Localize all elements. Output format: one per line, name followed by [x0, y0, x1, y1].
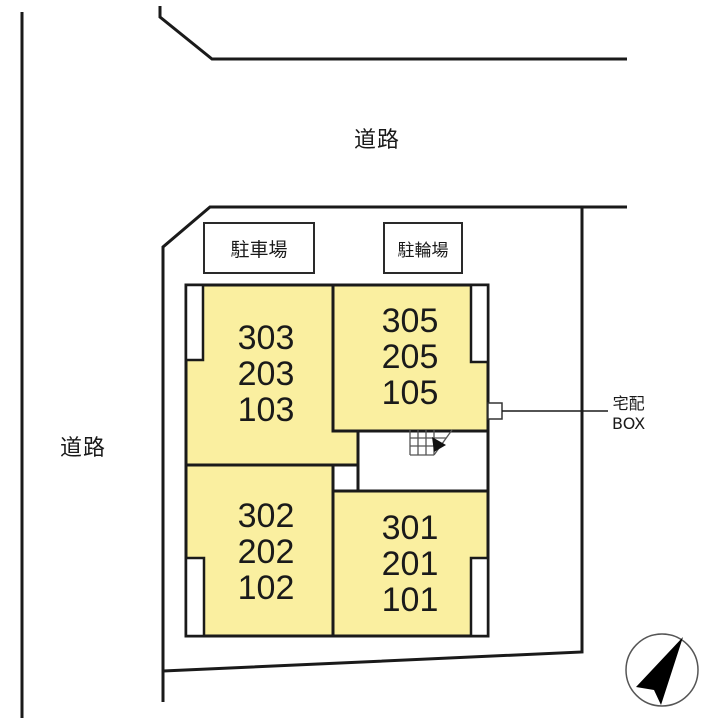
north-road-label: 道路 [354, 128, 401, 153]
delivery-box-label: 宅配 BOX [612, 394, 645, 434]
unit-rooms-east-north: 305 205 105 [370, 303, 450, 411]
site-boundary-east-south [162, 207, 584, 673]
room-number: 305 [381, 302, 439, 340]
west-road-label: 道路 [60, 436, 107, 461]
room-number: 303 [237, 319, 295, 357]
unit-block-301 [331, 489, 490, 638]
room-number: 201 [381, 545, 439, 583]
delivery-box-marker [487, 402, 503, 420]
common-stair-area [356, 429, 490, 493]
unit-rooms-east-south: 301 201 101 [370, 510, 450, 618]
parking-label-box: 駐車場 [203, 222, 315, 274]
stair-direction-arrow-icon [432, 437, 446, 452]
delivery-box-label-line2: BOX [612, 414, 646, 433]
room-number: 102 [237, 569, 295, 607]
north-road-edge [158, 6, 627, 61]
delivery-box-label-line1: 宅配 [612, 394, 645, 413]
north-arrow-icon [625, 633, 699, 707]
unit-rooms-west-south: 302 202 102 [226, 498, 306, 606]
balcony-302 [184, 556, 206, 638]
balcony-303 [184, 283, 205, 362]
room-number: 103 [237, 391, 295, 429]
room-number: 302 [237, 497, 295, 535]
site-boundary-north-west [161, 205, 627, 702]
bicycle-parking-label-box: 駐輪場 [383, 222, 463, 274]
room-number: 301 [381, 509, 439, 547]
room-number: 101 [381, 581, 439, 619]
balcony-301 [469, 556, 490, 638]
unit-rooms-west-north: 303 203 103 [226, 320, 306, 428]
balcony-305 [469, 283, 490, 364]
room-number: 205 [381, 338, 439, 376]
parking-label: 駐車場 [230, 238, 288, 261]
room-number: 203 [237, 355, 295, 393]
bicycle-parking-label: 駐輪場 [397, 240, 449, 261]
room-number: 202 [237, 533, 295, 571]
room-number: 105 [381, 374, 439, 412]
unit-block-302 [184, 463, 335, 638]
unit-block-305 [331, 283, 490, 433]
